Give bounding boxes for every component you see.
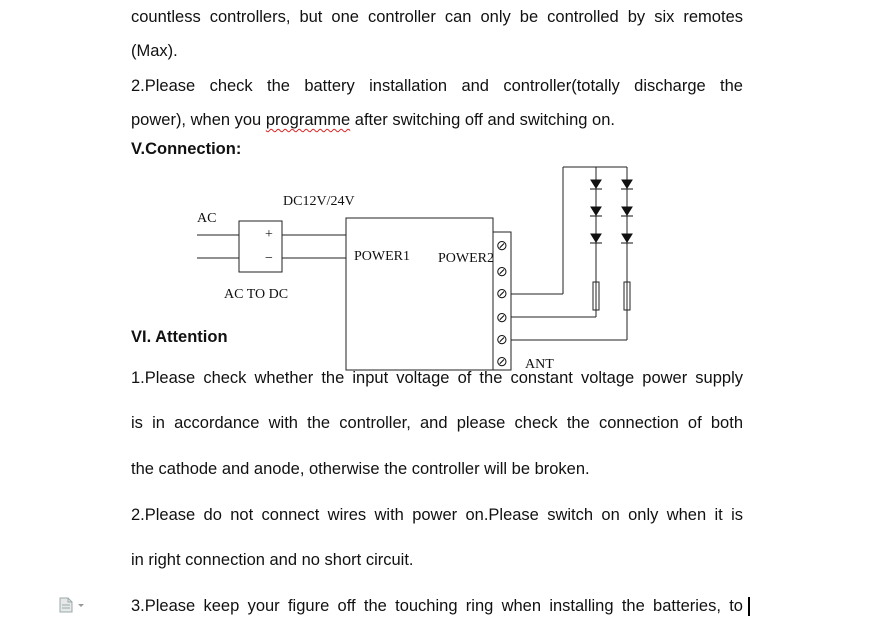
resistor-2	[623, 281, 631, 311]
text-cursor	[748, 597, 750, 616]
body-line-4: power), when you programme after switchi…	[131, 110, 743, 130]
led-icon	[621, 233, 633, 243]
chevron-down-icon	[78, 604, 84, 607]
controller-box	[345, 217, 494, 371]
body-line-9: the cathode and anode, otherwise the con…	[131, 460, 590, 478]
terminal-screw-icon: ⊘	[496, 265, 508, 280]
terminal-screw-icon: ⊘	[496, 239, 508, 254]
minus-sign: −	[265, 251, 273, 266]
body-line-8: is in accordance with the controller, an…	[131, 414, 743, 432]
dc-voltage-label: DC12V/24V	[283, 194, 355, 209]
document-icon[interactable]	[58, 597, 90, 613]
terminal-screw-icon: ⊘	[496, 355, 508, 370]
body-line-11: in right connection and no short circuit…	[131, 551, 414, 569]
body-line-3: 2.Please check the battery installation …	[131, 77, 743, 95]
terminal-screw-icon: ⊘	[496, 311, 508, 326]
power1-label: POWER1	[354, 249, 410, 264]
ac-label: AC	[197, 211, 216, 226]
spellcheck-word[interactable]: programme	[265, 111, 351, 129]
led-group	[590, 179, 633, 244]
body-line-7-pre: 1.Please check whether the	[131, 369, 353, 387]
converter-label: AC TO DC	[224, 287, 288, 302]
body-line-4-pre: power), when you	[131, 111, 266, 129]
body-line-12: 3.Please keep your figure off the touchi…	[131, 597, 743, 615]
led-icon	[590, 206, 602, 216]
power2-label: POWER2	[438, 251, 494, 266]
led-icon	[621, 179, 633, 189]
ant-label: ANT	[525, 357, 554, 372]
body-line-4-post: after switching off and switching on.	[350, 111, 615, 129]
led-icon	[590, 179, 602, 189]
converter-box	[238, 220, 283, 273]
body-line-7-post: e constant voltage power supply	[493, 369, 744, 387]
led-icon	[621, 206, 633, 216]
terminal-strip	[492, 231, 512, 371]
terminal-screw-icon: ⊘	[496, 287, 508, 302]
body-line-7: 1.Please check whether the input voltage…	[131, 368, 743, 388]
heading-attention: VI. Attention	[131, 328, 228, 346]
resistor-1	[592, 281, 600, 311]
body-line-7-mid: input voltage of th	[352, 369, 494, 387]
terminal-screw-icon: ⊘	[496, 333, 508, 348]
led-icon	[590, 233, 602, 243]
body-line-2: (Max).	[131, 42, 178, 60]
body-line-1: countless controllers, but one controlle…	[131, 8, 743, 26]
body-line-10: 2.Please do not connect wires with power…	[131, 506, 743, 524]
heading-connection: V.Connection:	[131, 140, 242, 158]
plus-sign: +	[265, 227, 273, 242]
